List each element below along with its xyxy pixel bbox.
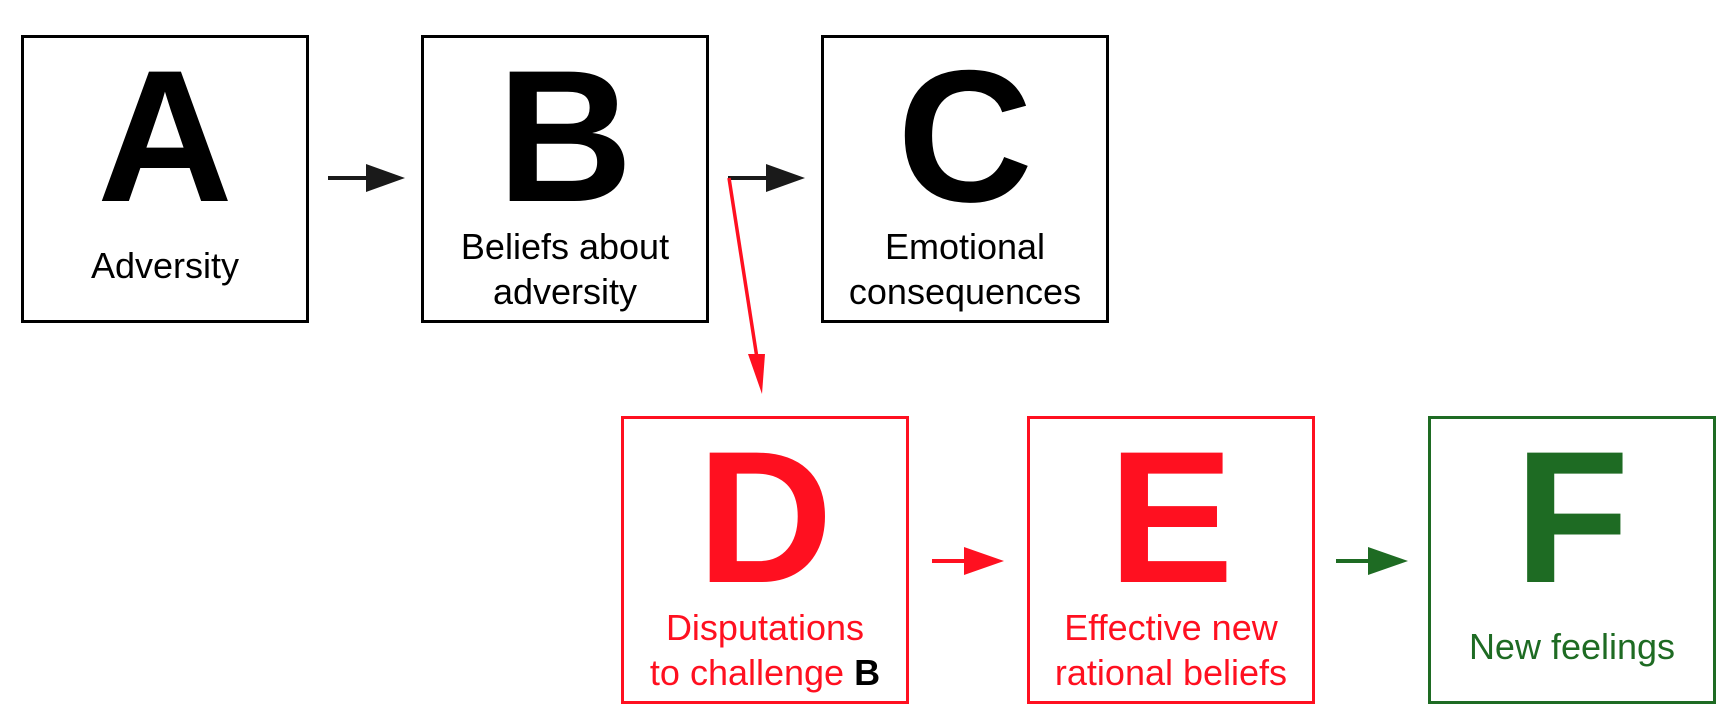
box-b-label-line2: adversity [492,271,638,312]
box-f-new-feelings: F New feelings [1428,416,1716,704]
box-a-adversity: A Adversity [21,35,309,323]
box-d-label-line1: Disputations [665,607,865,648]
box-b-label-line1: Beliefs about [460,226,670,267]
box-f-label: New feelings [1431,624,1713,669]
box-b-beliefs: B Beliefs about adversity [421,35,709,323]
box-c-letter: C [897,31,1033,241]
arrow-d-to-e [932,547,1004,575]
box-a-label-line1: Adversity [90,245,240,286]
box-d-label: Disputations to challenge B [624,605,906,695]
box-d-label-line2-prefix: to challenge [649,652,855,693]
arrow-e-to-f [1336,547,1408,575]
box-f-label-line1: New feelings [1468,626,1676,667]
box-c-label-line2: consequences [848,271,1082,312]
arrow-a-to-b [328,164,405,192]
box-e-effective-beliefs: E Effective new rational beliefs [1027,416,1315,704]
arrow-b-to-c [728,164,805,192]
box-e-label-line1: Effective new [1064,607,1278,648]
arrow-b-to-d [727,177,765,394]
box-b-letter: B [497,31,633,241]
box-e-letter: E [1108,412,1234,622]
box-e-label: Effective new rational beliefs [1030,605,1312,695]
box-d-letter: D [697,412,833,622]
box-d-label-line2: to challenge B [624,650,906,695]
box-c-consequences: C Emotional consequences [821,35,1109,323]
box-d-disputations: D Disputations to challenge B [621,416,909,704]
box-a-label: Adversity [24,243,306,288]
box-c-label: Emotional consequences [824,224,1106,314]
box-e-label-line2: rational beliefs [1054,652,1288,693]
box-a-letter: A [97,31,233,241]
box-d-label-ref-b: B [854,652,881,693]
box-c-label-line1: Emotional [884,226,1046,267]
box-b-label: Beliefs about adversity [424,224,706,314]
box-f-letter: F [1514,412,1630,622]
